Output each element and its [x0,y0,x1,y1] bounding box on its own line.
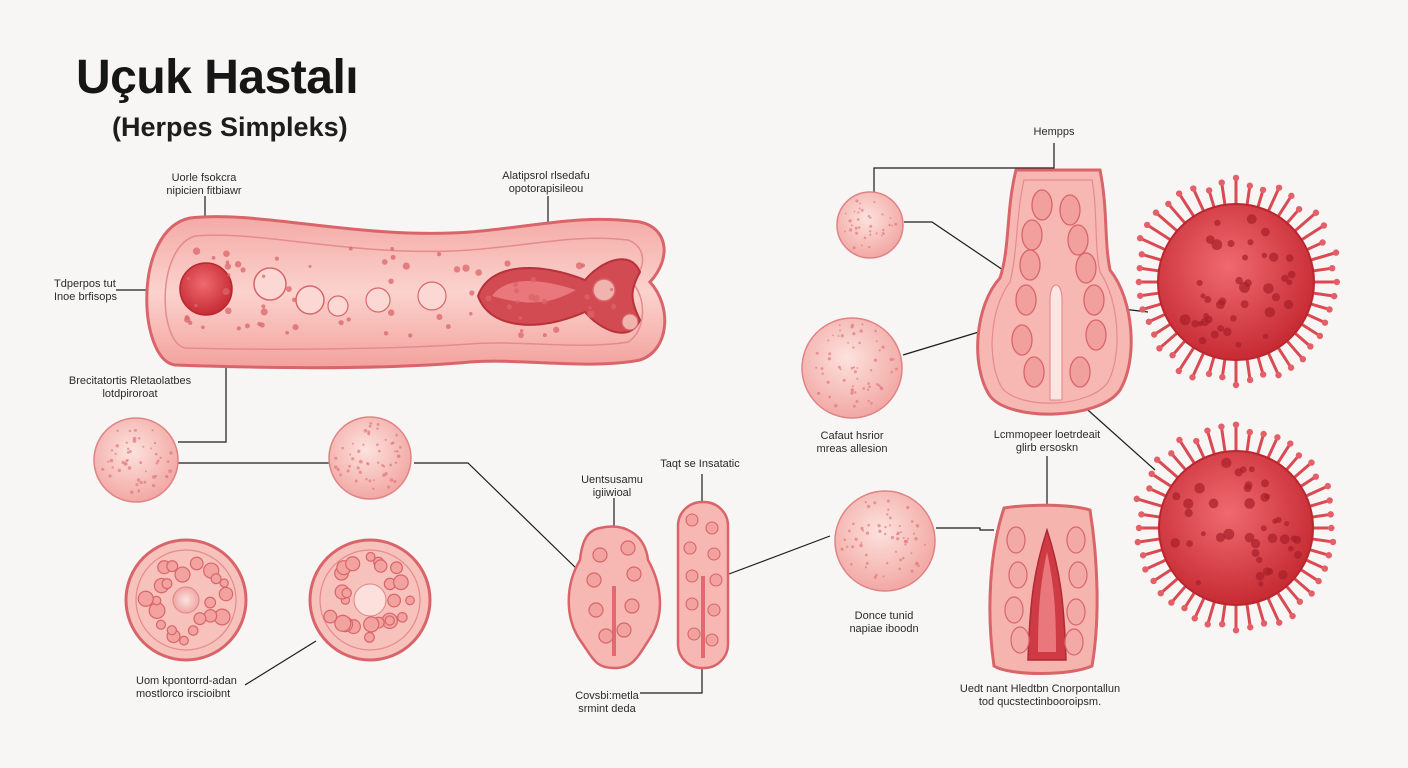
bell-cell [976,168,1133,416]
label-center-top: Taqt se Insatatic [660,458,740,470]
page-subtitle: (Herpes Simpleks) [112,112,348,142]
lobed-cell-center [567,525,662,670]
page-title: Uçuk Hastalı [76,51,359,104]
virus-particle-lower [1133,421,1337,634]
cell-mid-left-2 [328,416,412,500]
elongated-cell [145,215,667,370]
connector-lines [116,143,1156,694]
virus-particle-upper [1135,174,1341,389]
tall-cell-center [676,500,730,670]
label-top-right: Hempps [1033,126,1075,138]
cell-mid-left-1 [93,417,179,503]
cell-right-lower [834,490,936,592]
